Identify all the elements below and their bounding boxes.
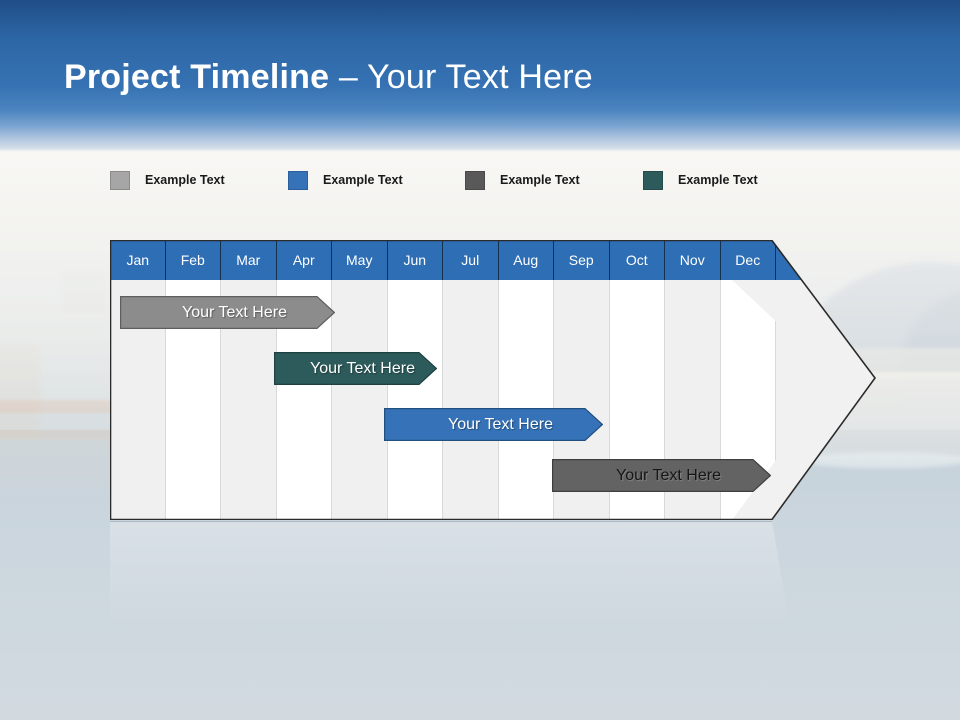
- page-title-strong: Project Timeline: [64, 58, 330, 96]
- page-title-light: Your Text Here: [367, 58, 593, 96]
- background-ship-left-stripe: [0, 400, 120, 413]
- timeline-bar-2[interactable]: Your Text Here: [274, 352, 437, 385]
- month-header-jan[interactable]: Jan: [110, 240, 166, 280]
- legend-label-1: Example Text: [145, 173, 225, 187]
- title-banner: [0, 0, 960, 152]
- legend-swatch-2: [288, 170, 308, 190]
- timeline-bar-label-3: Your Text Here: [448, 415, 553, 433]
- month-header-nov[interactable]: Nov: [665, 240, 721, 280]
- legend: Example Text Example Text Example Text Exam…: [110, 169, 830, 193]
- legend-swatch-3: [465, 170, 485, 190]
- timeline-column-may: [332, 280, 388, 520]
- legend-item-4[interactable]: Example Text: [643, 169, 758, 191]
- legend-label-3: Example Text: [500, 173, 580, 187]
- timeline-bar-label-2: Your Text Here: [310, 359, 415, 377]
- month-header-aug[interactable]: Aug: [499, 240, 554, 280]
- month-header-may[interactable]: May: [332, 240, 388, 280]
- timeline-bar-label-1: Your Text Here: [182, 303, 287, 321]
- background-ship-left-funnel: [60, 272, 106, 312]
- legend-swatch-1: [110, 170, 130, 190]
- month-header-oct[interactable]: Oct: [610, 240, 665, 280]
- month-header-dec[interactable]: Dec: [721, 240, 776, 280]
- month-header-jul[interactable]: Jul: [443, 240, 499, 280]
- timeline-bar-shape-4: [552, 459, 771, 492]
- legend-item-1[interactable]: Example Text: [110, 169, 225, 191]
- timeline-column-aug: [498, 280, 554, 520]
- timeline-bar-shape-1: [120, 296, 335, 329]
- legend-swatch-4: [643, 170, 663, 190]
- legend-item-3[interactable]: Example Text: [465, 169, 580, 191]
- legend-label-2: Example Text: [323, 173, 403, 187]
- timeline-bar-shape-3: [384, 408, 603, 441]
- timeline-column-jun: [387, 280, 443, 520]
- timeline-reflection-edge: [110, 521, 772, 522]
- background-ship-left-stripe-lower: [0, 430, 120, 440]
- month-header-apr[interactable]: Apr: [277, 240, 332, 280]
- timeline-bar-label-4: Your Text Here: [616, 466, 721, 484]
- page-title-separator: –: [329, 58, 368, 96]
- timeline-bar-4[interactable]: Your Text Here: [552, 459, 771, 492]
- month-header-sep[interactable]: Sep: [554, 240, 610, 280]
- month-header-jun[interactable]: Jun: [388, 240, 443, 280]
- timeline-bar-shape-2: [274, 352, 437, 385]
- month-header-mar[interactable]: Mar: [221, 240, 277, 280]
- background-ship-left: [0, 300, 120, 490]
- legend-item-2[interactable]: Example Text: [288, 169, 403, 191]
- timeline-column-jul: [443, 280, 499, 520]
- legend-label-4: Example Text: [678, 173, 758, 187]
- month-header-feb[interactable]: Feb: [166, 240, 221, 280]
- page-title: Project Timeline – Your Text Here: [64, 58, 593, 97]
- timeline-bar-3[interactable]: Your Text Here: [384, 408, 603, 441]
- timeline-bar-1[interactable]: Your Text Here: [120, 296, 335, 329]
